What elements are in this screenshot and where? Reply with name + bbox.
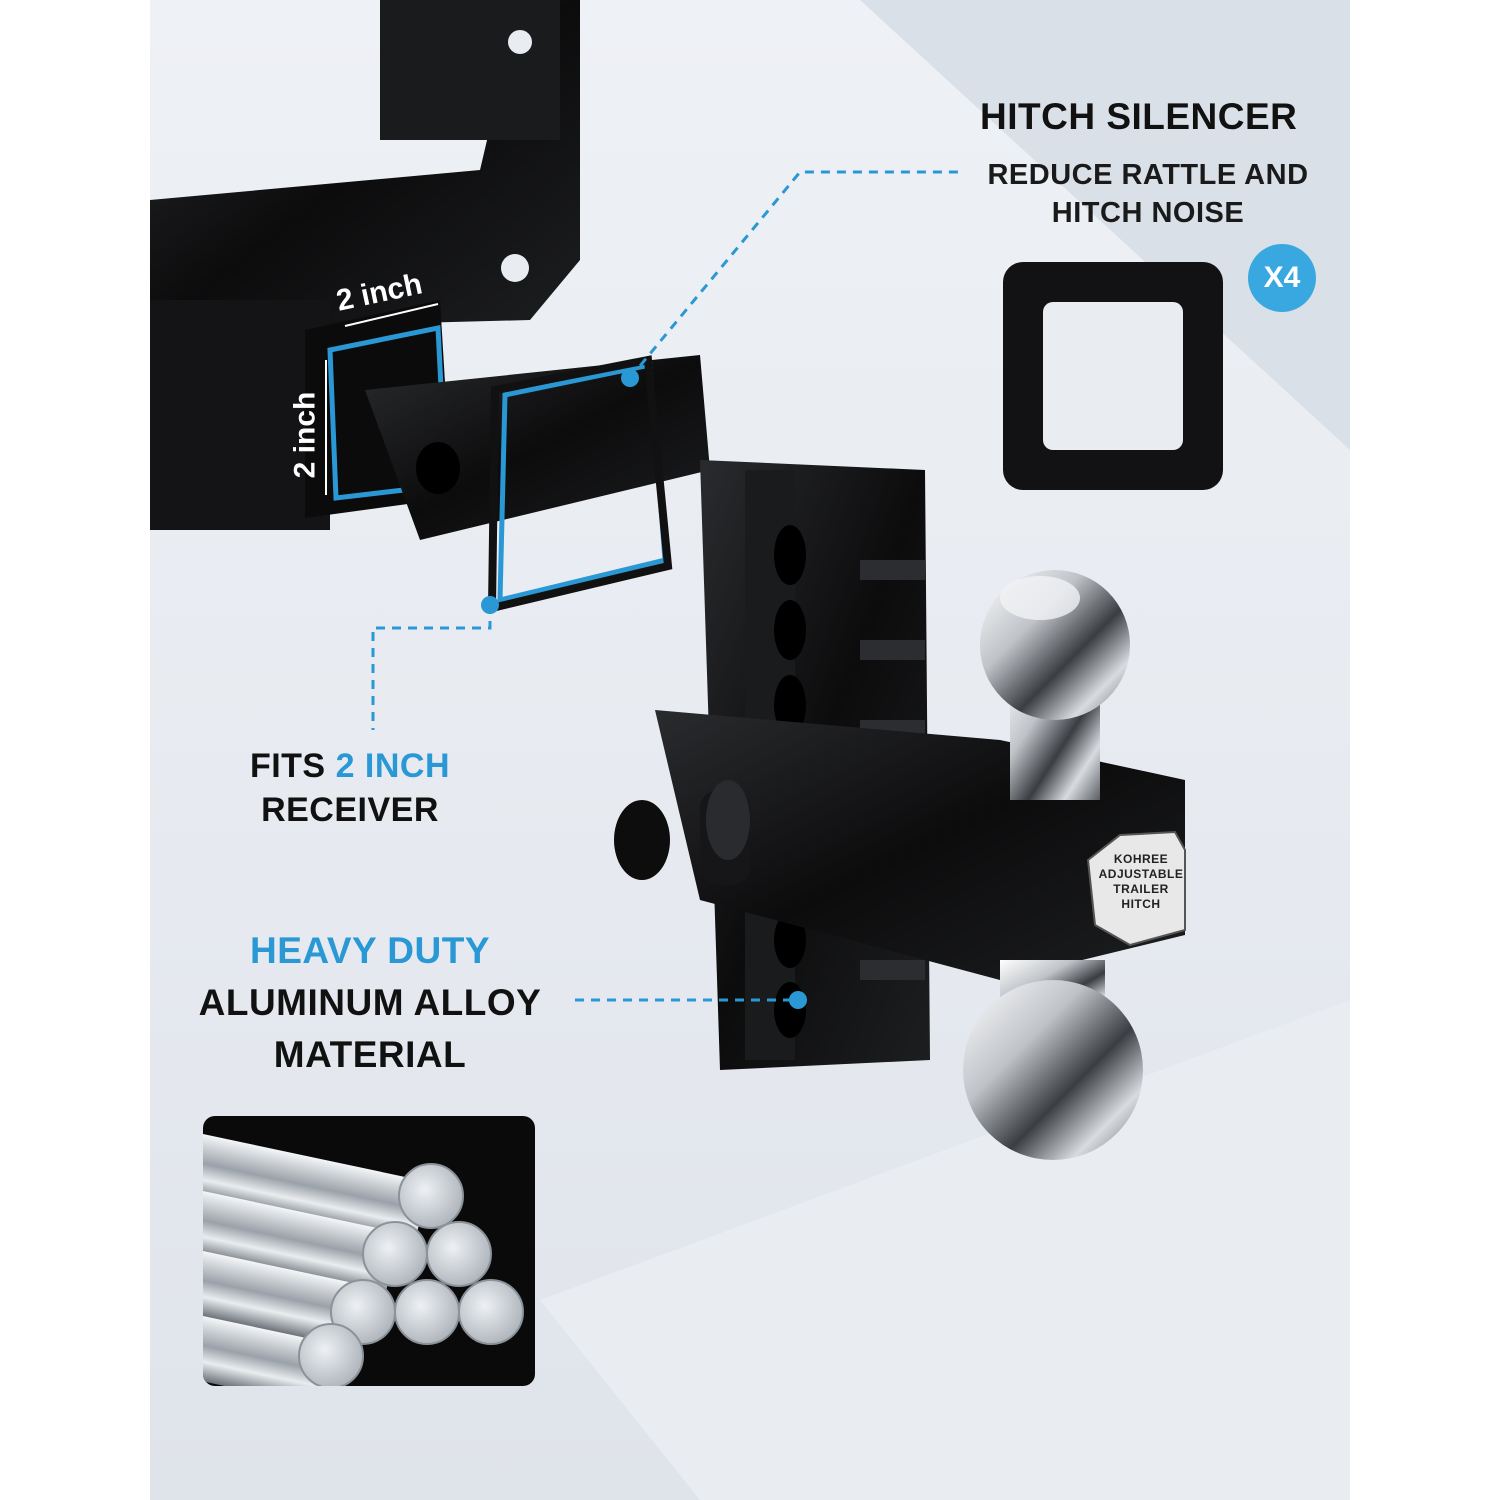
fits-accent: 2 INCH — [335, 747, 451, 785]
bolt-hole — [508, 30, 532, 54]
silencer-subtitle: REDUCE RATTLE AND HITCH NOISE — [968, 156, 1328, 232]
badge-line2: TRAILER HITCH — [1113, 882, 1169, 911]
shank-silencer-edge — [487, 355, 673, 614]
receiver-frame — [150, 0, 580, 330]
fits-prefix: FITS — [249, 747, 326, 785]
material-text: HEAVY DUTY ALUMINUM ALLOY MATERIAL — [170, 925, 570, 1081]
bg-diagonal-shape — [860, 0, 1350, 450]
adjust-hole — [774, 982, 806, 1038]
fits-line1: FITS 2 INCH — [240, 744, 460, 788]
aluminum-rods-illustration — [203, 1134, 524, 1386]
material-line1: ALUMINUM ALLOY — [198, 982, 542, 1023]
hitch-silencer-hole — [1043, 302, 1183, 450]
fits-receiver-text: FITS 2 INCH RECEIVER — [240, 744, 460, 832]
rod-stack — [203, 1134, 524, 1386]
receiver-height-label: 2 inch — [288, 391, 322, 479]
adjust-hole — [774, 525, 806, 585]
badge-text: KOHREE ADJUSTABLE TRAILER HITCH — [1096, 852, 1186, 912]
material-line2: MATERIAL — [273, 1034, 467, 1075]
pin-hole — [416, 442, 460, 494]
ridge — [860, 640, 925, 660]
badge-line1: ADJUSTABLE — [1098, 867, 1184, 881]
silencer-callout-dot — [621, 369, 639, 387]
width-dimension-line — [344, 303, 439, 327]
lock-pin-knob — [706, 780, 750, 860]
badge-brand: KOHREE — [1113, 852, 1169, 866]
bottom-hitch-ball — [963, 980, 1143, 1160]
ridge — [860, 960, 925, 980]
material-callout-dot — [789, 991, 807, 1009]
material-accent: HEAVY DUTY — [249, 930, 491, 971]
silencer-callout-line — [628, 170, 960, 379]
brand-badge — [1086, 830, 1186, 947]
quantity-badge: X4 — [1248, 244, 1316, 312]
ridge — [860, 560, 925, 580]
lock-pin-cap — [614, 800, 670, 880]
aluminum-rods-image — [203, 1116, 535, 1386]
silencer-subtitle-line2: HITCH NOISE — [1051, 197, 1245, 229]
fits-suffix: RECEIVER — [261, 791, 439, 829]
receiver-callout-dot — [481, 596, 499, 614]
hitch-shank — [365, 355, 710, 540]
bolt-hole — [501, 254, 529, 282]
bg-diagonal-shape-lower — [540, 1000, 1350, 1500]
adjust-hole — [774, 600, 806, 660]
receiver-tube-side — [150, 300, 330, 530]
silencer-title: HITCH SILENCER — [980, 96, 1298, 137]
top-ball-highlight — [1000, 576, 1080, 620]
receiver-callout-line — [371, 605, 492, 730]
silencer-subtitle-line1: REDUCE RATTLE AND — [987, 159, 1309, 191]
adjust-hole — [774, 675, 806, 735]
receiver-bracket — [380, 0, 560, 140]
